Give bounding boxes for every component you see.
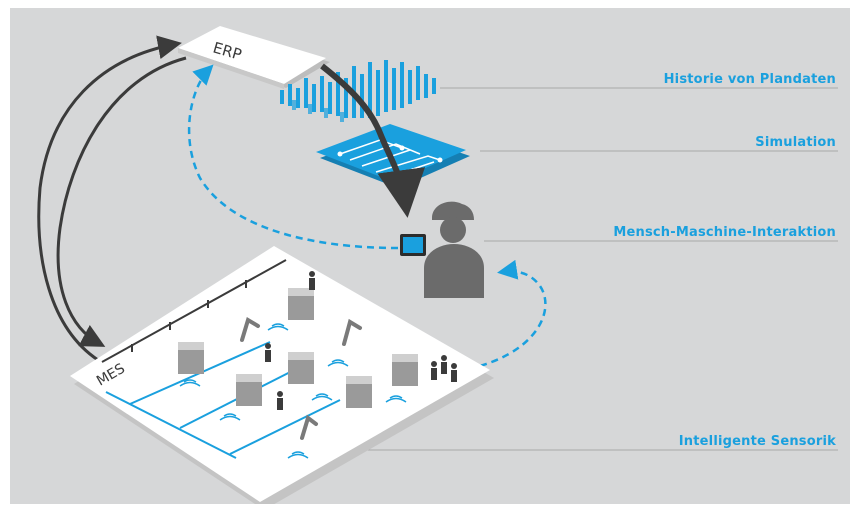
feedback-to-worker-arrow — [479, 259, 547, 368]
erp-platform — [178, 26, 330, 89]
mes-platform — [70, 246, 494, 504]
erp-to-mes-arrow — [56, 56, 187, 347]
label-mensch-maschine-interaktion: Mensch-Maschine-Interaktion — [613, 225, 836, 240]
diagram-canvas: ERP MES Historie von Plandaten Simulatio… — [10, 8, 850, 504]
label-intelligente-sensorik: Intelligente Sensorik — [678, 434, 836, 449]
leader-lines — [300, 87, 838, 451]
process-flow-arrow — [320, 63, 426, 218]
worker-figure — [400, 201, 484, 298]
label-simulation: Simulation — [755, 135, 836, 150]
diagram-graphic: ERP MES — [37, 26, 838, 504]
mes-to-erp-arrow — [37, 35, 182, 362]
feedback-to-erp-arrow — [187, 64, 399, 250]
label-historie-von-plandaten: Historie von Plandaten — [663, 72, 836, 87]
